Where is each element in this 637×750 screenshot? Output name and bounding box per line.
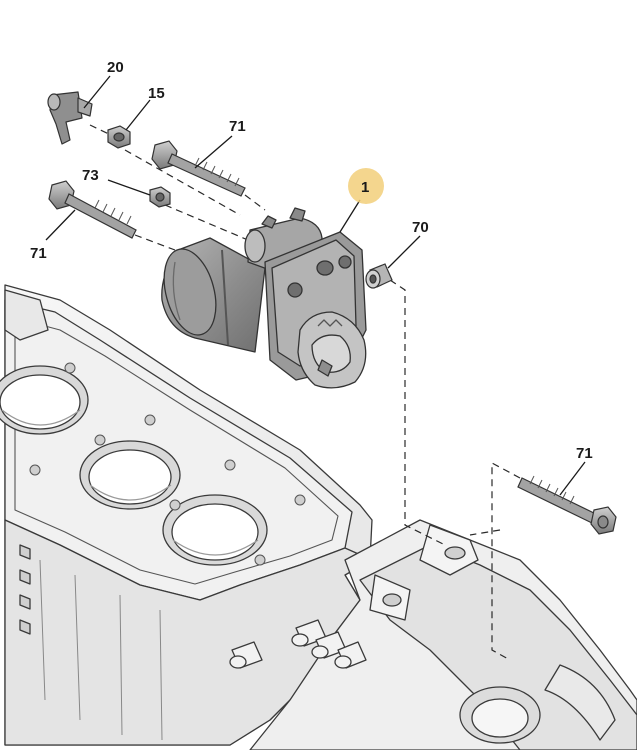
callout-71-left: 71 [30, 245, 47, 262]
callout-71-top: 71 [229, 118, 246, 135]
alignment-lines [89, 124, 521, 661]
callout-70: 70 [412, 219, 429, 236]
nut-part-15 [107, 125, 131, 149]
sensor-part-20 [47, 91, 93, 145]
bolt-part-71-top [151, 140, 246, 197]
leader-lines [45, 75, 586, 496]
callout-1: 1 [361, 179, 369, 196]
nut-part-73 [149, 186, 171, 208]
callout-71-right: 71 [576, 445, 593, 462]
starter-motor [161, 207, 367, 389]
spacer-part-70 [365, 263, 393, 289]
callout-15: 15 [148, 85, 165, 102]
bolt-part-71-right [517, 475, 617, 535]
gearbox-housing [229, 519, 637, 750]
cylinder-bore-1 [0, 365, 89, 435]
bolt-part-71-left [48, 180, 137, 239]
dowel-pins [229, 619, 367, 669]
callout-20: 20 [107, 59, 124, 76]
engine-block [0, 284, 373, 746]
callout-73: 73 [82, 167, 99, 184]
callout-1-badge: 1 [348, 168, 384, 204]
cylinder-bore-3 [162, 494, 268, 566]
cylinder-bore-2 [79, 440, 181, 510]
